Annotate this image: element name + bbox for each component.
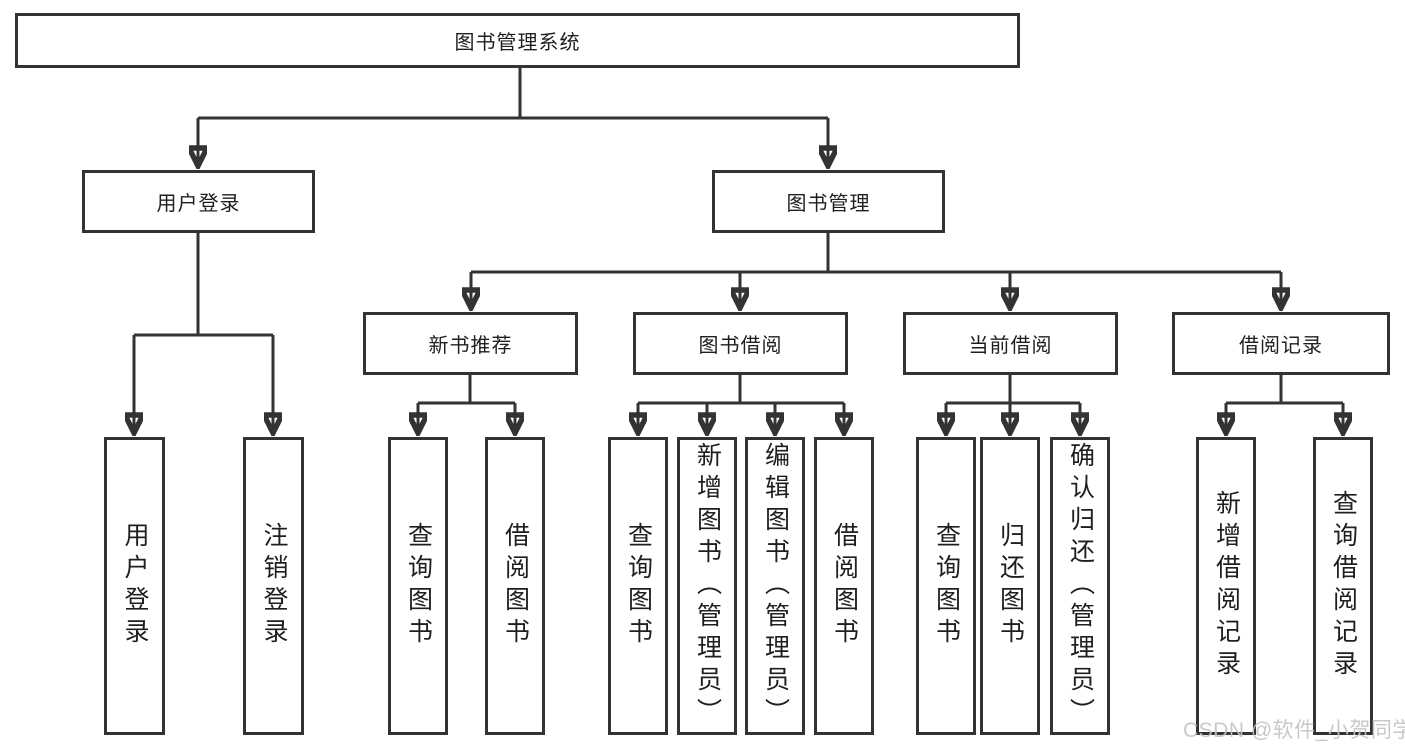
leaf-label: 新增图书（管理员） — [693, 442, 722, 730]
connector-current-borrow-children — [946, 375, 1080, 405]
connector-user-login-children — [134, 233, 273, 337]
leaf-label: 归还图书 — [996, 522, 1025, 650]
leaf-label: 查询图书 — [624, 522, 653, 650]
leaf-label: 借阅图书 — [830, 522, 859, 650]
connector-borrow-records-children — [1226, 375, 1343, 405]
leaf-add-books-admin: 新增图书（管理员） — [677, 437, 737, 735]
leaf-label: 查询图书 — [932, 522, 961, 650]
leaf-label: 查询借阅记录 — [1329, 490, 1358, 682]
leaf-label: 新增借阅记录 — [1212, 490, 1241, 682]
node-user-login: 用户登录 — [82, 170, 315, 233]
leaf-return-books: 归还图书 — [980, 437, 1040, 735]
leaf-label: 用户登录 — [121, 522, 149, 650]
node-root-system: 图书管理系统 — [15, 13, 1020, 68]
leaf-label: 确认归还（管理员） — [1066, 442, 1095, 730]
node-current-borrow: 当前借阅 — [903, 312, 1118, 375]
node-book-borrow: 图书借阅 — [633, 312, 848, 375]
leaf-borrow-books-recommend: 借阅图书 — [485, 437, 545, 735]
leaf-confirm-return-admin: 确认归还（管理员） — [1050, 437, 1110, 735]
node-book-management: 图书管理 — [712, 170, 945, 233]
node-borrow-records: 借阅记录 — [1172, 312, 1390, 375]
leaf-label: 借阅图书 — [501, 522, 530, 650]
leaf-label: 查询图书 — [404, 522, 433, 650]
connector-new-book-children — [418, 375, 515, 405]
leaf-query-books-borrow: 查询图书 — [608, 437, 668, 735]
leaf-query-borrow-record: 查询借阅记录 — [1313, 437, 1373, 735]
leaf-label: 编辑图书（管理员） — [761, 442, 790, 730]
connector-book-borrow-children — [638, 375, 844, 405]
leaf-borrow-books: 借阅图书 — [814, 437, 874, 735]
leaf-label: 注销登录 — [260, 522, 288, 650]
watermark-text: CSDN @软件_小贺同学 — [1183, 719, 1405, 742]
connector-book-management-children — [471, 233, 1281, 274]
leaf-add-borrow-record: 新增借阅记录 — [1196, 437, 1256, 735]
node-new-book-recommend: 新书推荐 — [363, 312, 578, 375]
connector-root-to-level2 — [198, 68, 828, 120]
leaf-query-books-current: 查询图书 — [916, 437, 976, 735]
leaf-user-login: 用户登录 — [104, 437, 165, 735]
leaf-logout: 注销登录 — [243, 437, 304, 735]
leaf-edit-books-admin: 编辑图书（管理员） — [745, 437, 805, 735]
leaf-query-books-recommend: 查询图书 — [388, 437, 448, 735]
